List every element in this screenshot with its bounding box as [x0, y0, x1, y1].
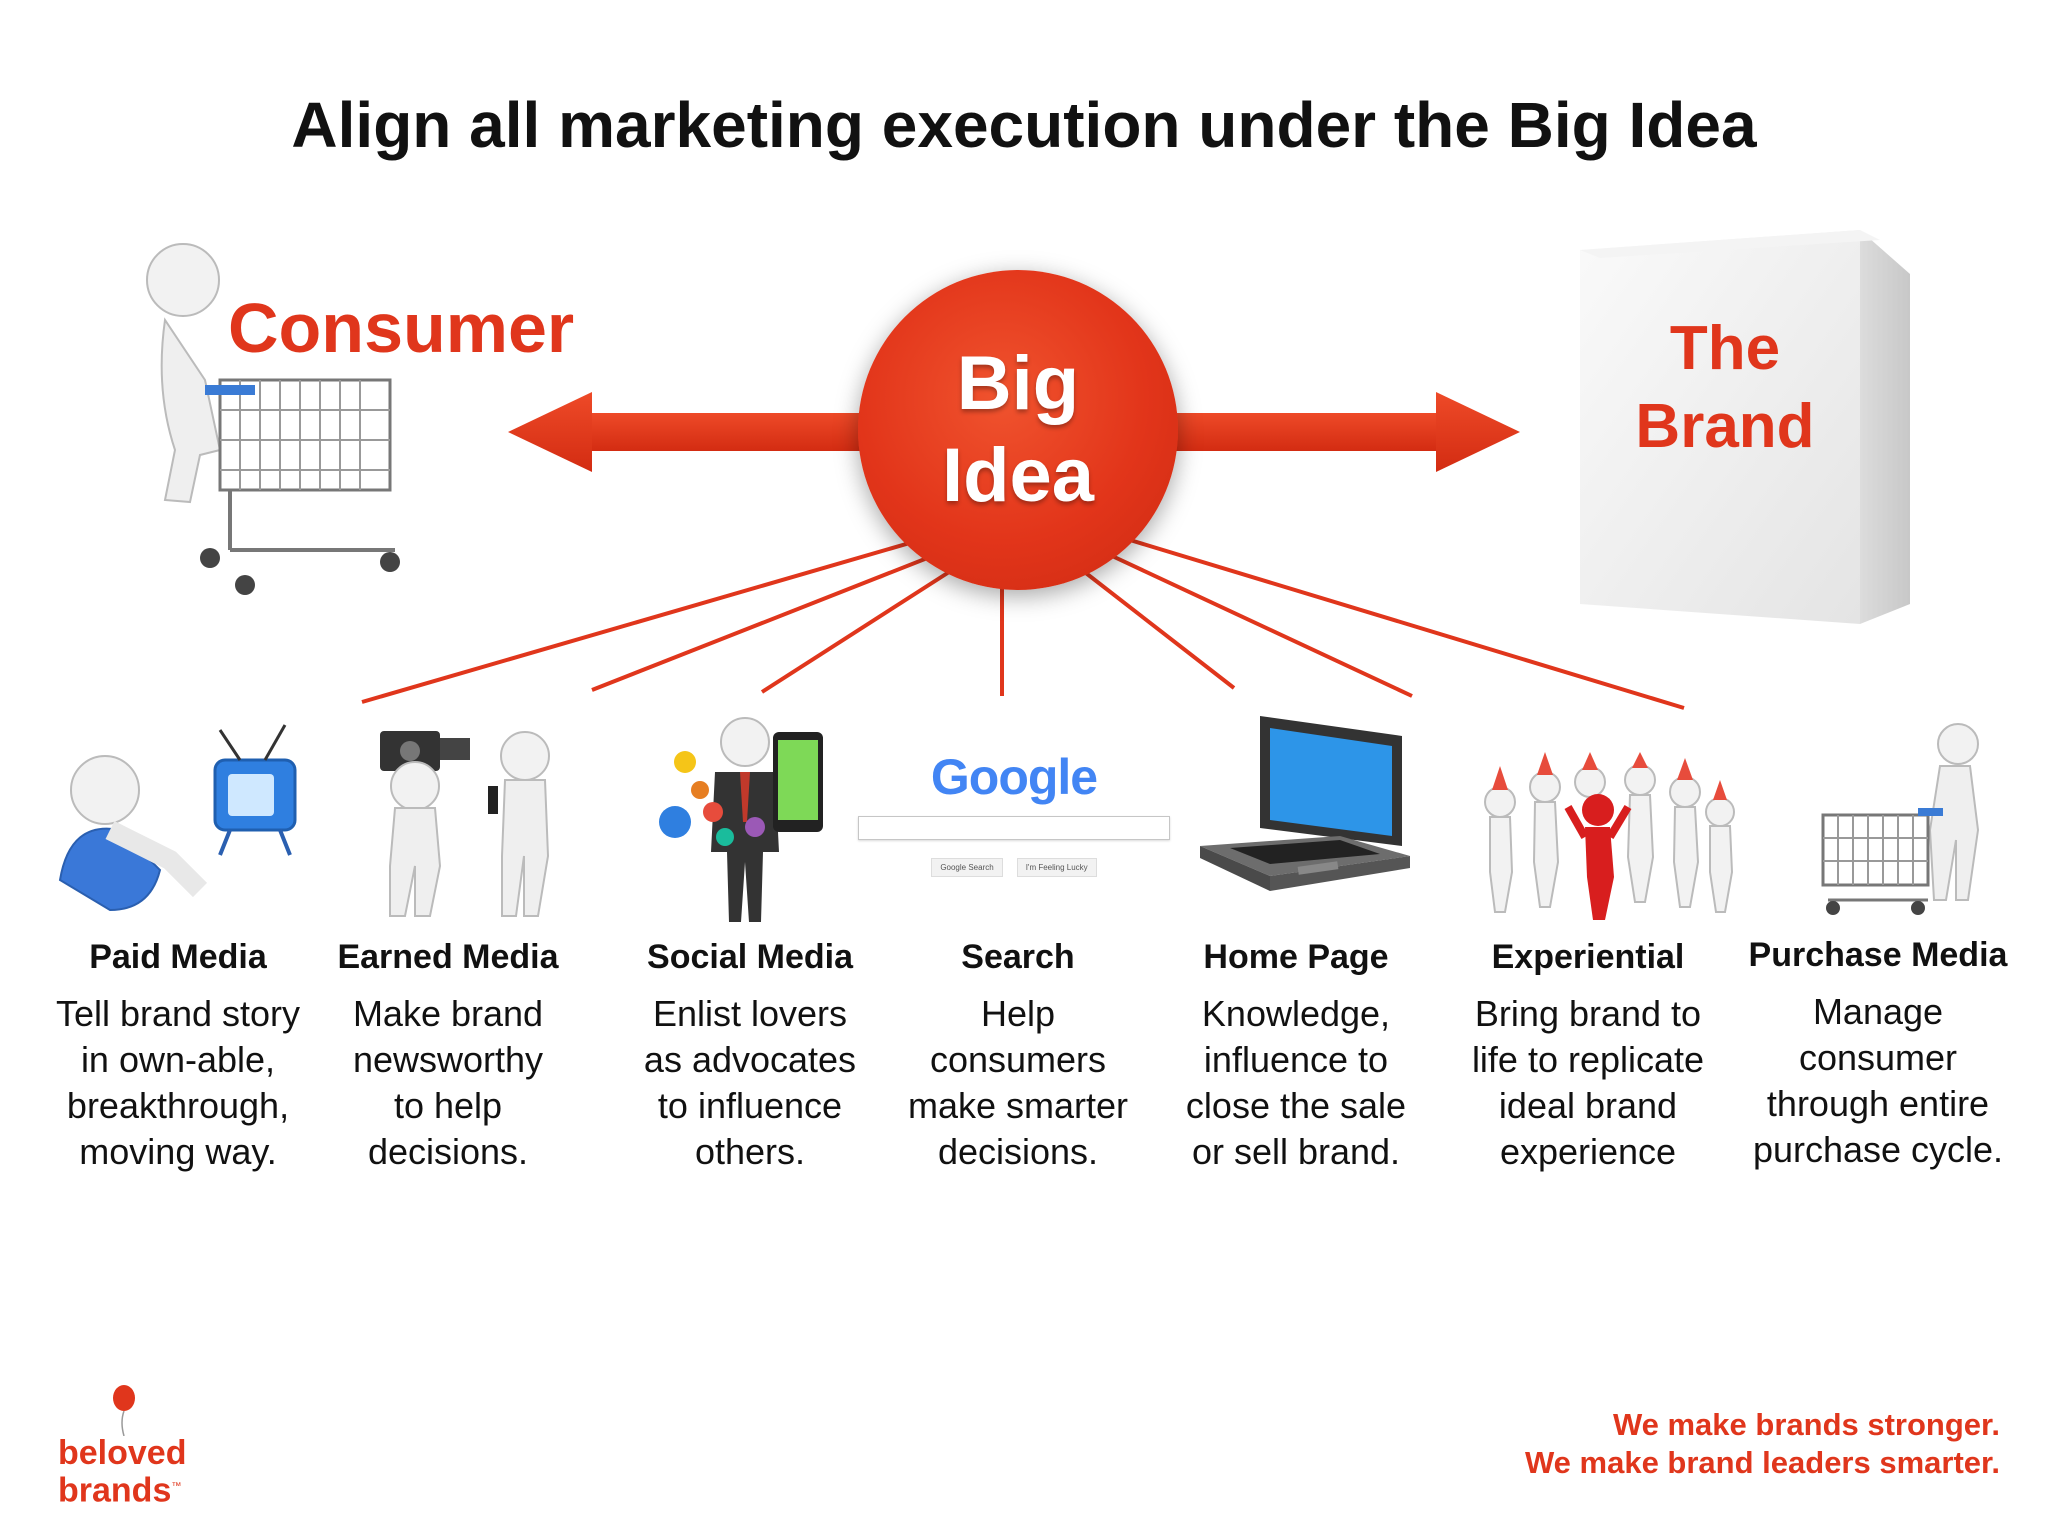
- column-title: Earned Media: [337, 938, 559, 976]
- column-description: Knowledge, influence to close the sale o…: [1185, 993, 1407, 1172]
- column-paid-media: Paid Media Tell brand story in own-able,…: [48, 938, 308, 1175]
- column-description: Bring brand to life to replicate ideal b…: [1471, 993, 1705, 1172]
- laptop-icon: [1200, 716, 1410, 891]
- column-experiential: Experiential Bring brand to life to repl…: [1458, 938, 1718, 1175]
- social-phone-icon: [659, 717, 823, 922]
- spoke-lines: [361, 538, 1685, 710]
- column-home-page: Home Page Knowledge, influence to close …: [1166, 938, 1426, 1175]
- big-idea-line1: Big: [956, 341, 1080, 426]
- column-title: Social Media: [647, 938, 853, 976]
- logo-line1: beloved: [58, 1434, 187, 1472]
- column-description: Tell brand story in own-able, breakthrou…: [55, 993, 301, 1172]
- google-lucky-button: I'm Feeling Lucky: [1016, 858, 1097, 877]
- brand-label: The Brand: [1590, 310, 1860, 466]
- google-search-input: [858, 816, 1170, 840]
- balloon-icon: [113, 1385, 135, 1436]
- beloved-brands-logo: beloved brands™: [58, 1436, 186, 1507]
- column-title: Home Page: [1203, 938, 1389, 976]
- arrow-left-icon: [508, 392, 890, 472]
- big-idea-circle: Big Idea: [858, 270, 1178, 590]
- party-crowd-icon: [1484, 752, 1735, 920]
- brand-line1: The: [1669, 314, 1781, 383]
- shopping-cart-icon: [1821, 723, 1980, 915]
- google-search-icon: Google Google Search I'm Feeling Lucky: [858, 748, 1170, 898]
- consumer-cart-icon: [146, 243, 400, 595]
- consumer-label: Consumer: [228, 289, 575, 367]
- column-description: Enlist lovers as advocates to influence …: [643, 993, 857, 1172]
- arrow-right-icon: [1150, 392, 1520, 472]
- big-idea-line2: Idea: [941, 433, 1095, 518]
- google-logo: Google: [930, 749, 1098, 805]
- column-description: Make brand newsworthy to help decisions.: [352, 993, 544, 1172]
- column-title: Purchase Media: [1748, 936, 2008, 974]
- column-search: Search Help consumers make smarter decis…: [888, 938, 1148, 1175]
- brand-line2: Brand: [1635, 392, 1815, 461]
- tagline-line2: We make brand leaders smarter.: [1524, 1445, 2000, 1480]
- column-earned-media: Earned Media Make brand newsworthy to he…: [318, 938, 578, 1175]
- brand-box-icon: [1580, 230, 1910, 624]
- column-purchase-media: Purchase Media Manage consumer through e…: [1738, 936, 2018, 1173]
- column-title: Search: [961, 938, 1075, 976]
- google-search-button: Google Search: [931, 858, 1003, 877]
- tagline-line1: We make brands stronger.: [1612, 1407, 2000, 1442]
- column-description: Help consumers make smarter decisions.: [907, 993, 1129, 1172]
- page-title: Align all marketing execution under the …: [291, 89, 1757, 161]
- column-social-media: Social Media Enlist lovers as advocates …: [620, 938, 880, 1175]
- camera-interview-icon: [380, 731, 550, 917]
- tagline: We make brands stronger. We make brand l…: [1525, 1406, 2000, 1482]
- column-title: Paid Media: [89, 938, 267, 976]
- column-description: Manage consumer through entire purchase …: [1752, 991, 2004, 1170]
- column-title: Experiential: [1491, 938, 1685, 976]
- tv-viewer-icon: [58, 724, 297, 912]
- logo-line2: brands™: [58, 1471, 182, 1510]
